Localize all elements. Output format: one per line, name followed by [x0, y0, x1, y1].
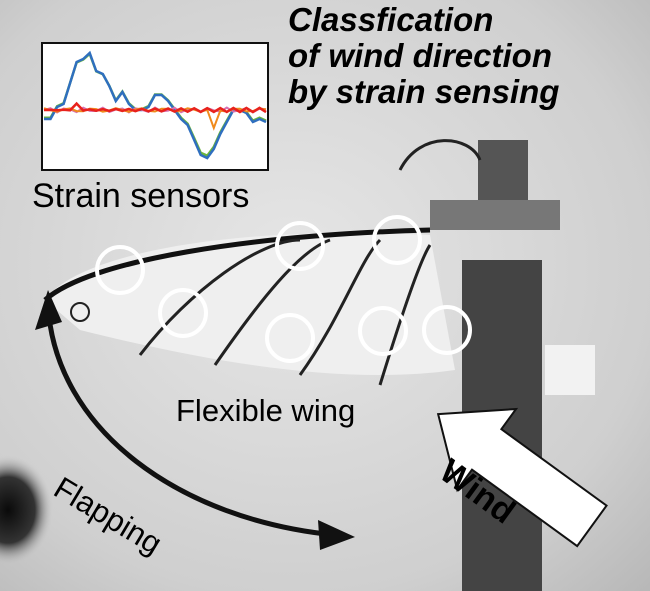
wires — [398, 139, 482, 171]
wing-membrane — [45, 232, 455, 376]
inset-plot — [43, 50, 267, 160]
arrowhead-right — [318, 520, 355, 550]
wing-marker — [70, 302, 90, 322]
wing-leading-edge — [43, 227, 431, 302]
dark-spot — [0, 455, 53, 565]
strain-sensors-label: Strain sensors — [32, 177, 250, 215]
arrowhead-up — [35, 290, 62, 330]
label-tag — [545, 345, 595, 395]
flexible-wing-label: Flexible wing — [176, 393, 356, 428]
gear-plate — [430, 200, 560, 230]
motor — [478, 140, 528, 210]
sensor-markers — [95, 215, 472, 363]
wind-arrow — [436, 407, 608, 548]
series-blue — [44, 50, 267, 160]
flapping-arrow — [45, 304, 336, 538]
wing-veins — [138, 238, 432, 386]
series-red — [43, 101, 267, 114]
